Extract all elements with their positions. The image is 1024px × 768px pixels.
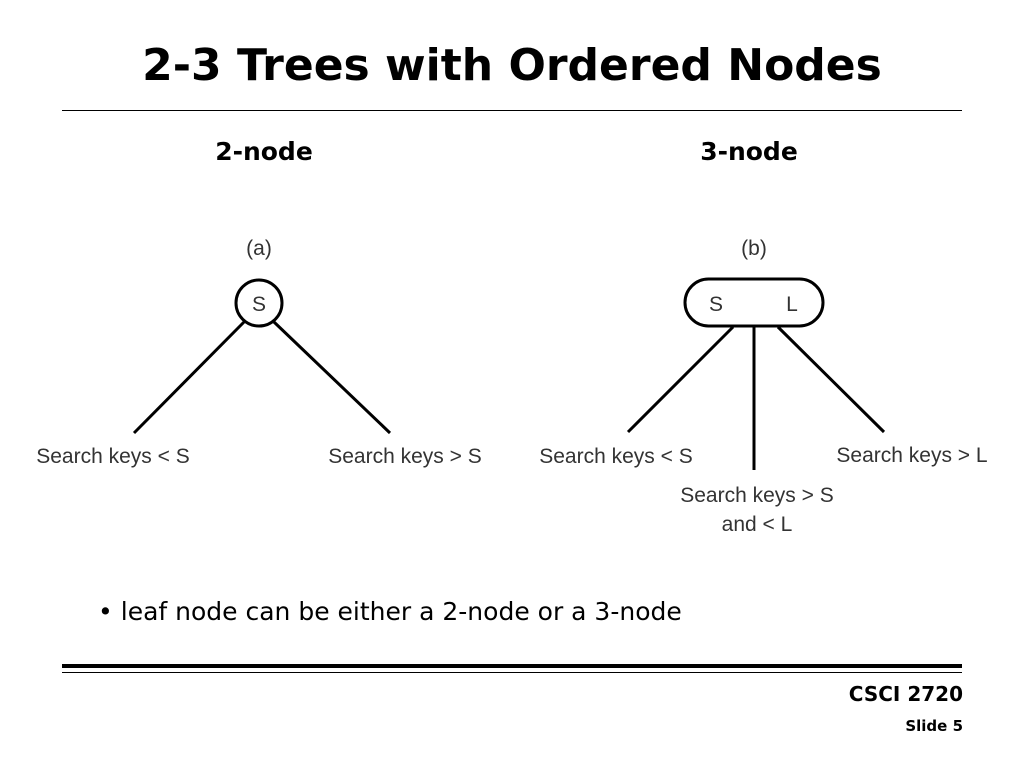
bullet-symbol: • <box>98 597 113 626</box>
two-node-left-label: Search keys < S <box>36 445 190 468</box>
three-node-diagram: (b) S L Search keys < S Search keys > S … <box>539 237 987 536</box>
diagram-b-caption: (b) <box>741 237 767 260</box>
three-node-key-large: L <box>786 293 798 316</box>
two-node-key: S <box>252 293 266 316</box>
two-node-left-edge <box>132 320 246 435</box>
diagram-a-caption: (a) <box>246 237 272 260</box>
footer-divider-thick <box>62 664 962 668</box>
three-node-right-label: Search keys > L <box>836 444 987 467</box>
footer-divider-thin <box>62 672 962 673</box>
three-node-left-label: Search keys < S <box>539 445 693 468</box>
three-node-key-small: S <box>709 293 723 316</box>
three-node-middle-label-line1: Search keys > S <box>680 484 834 507</box>
two-node-circle <box>234 278 284 328</box>
two-node-right-label: Search keys > S <box>328 445 482 468</box>
three-node-middle-label-line2: and < L <box>722 513 793 536</box>
three-node-left-edge <box>626 325 735 434</box>
two-node-diagram: (a) S Search keys < S Search keys > S <box>36 237 482 468</box>
course-label: CSCI 2720 <box>848 682 963 706</box>
bullet-text: leaf node can be either a 2-node or a 3-… <box>120 597 682 626</box>
slide-title: 2-3 Trees with Ordered Nodes <box>142 40 882 91</box>
bullet-point: •leaf node can be either a 2-node or a 3… <box>98 596 682 628</box>
slide-number: Slide 5 <box>905 717 963 735</box>
title-divider <box>62 110 962 111</box>
three-node-right-edge <box>776 325 886 434</box>
two-node-heading: 2-node <box>215 137 313 166</box>
two-node-right-edge <box>272 320 392 435</box>
three-node-heading: 3-node <box>700 137 798 166</box>
three-node-box <box>683 277 825 328</box>
